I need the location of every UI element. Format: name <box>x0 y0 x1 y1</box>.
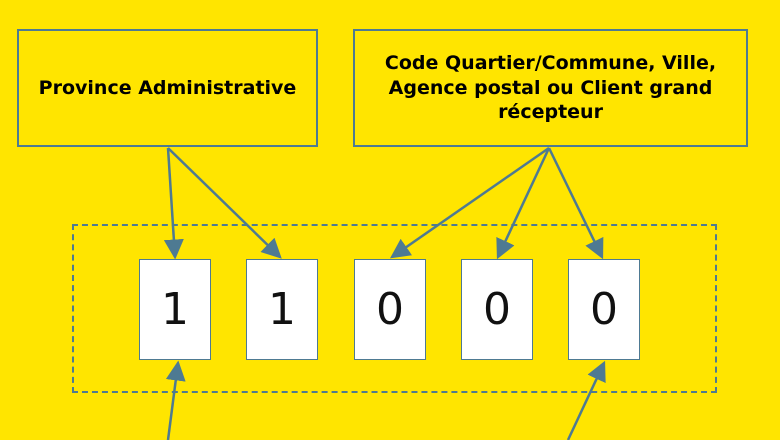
digit-box-1: 1 <box>139 259 211 360</box>
arrow-code-to-digit-3 <box>389 146 550 259</box>
province-label: Province Administrative <box>38 76 297 99</box>
digit-box-5: 0 <box>568 259 640 360</box>
arrow-code-to-digit-4 <box>496 147 551 260</box>
province-label-box: Province Administrative <box>17 29 318 147</box>
digit-box-3: 0 <box>354 259 426 360</box>
code-label-box: Code Quartier/Commune, Ville, Agence pos… <box>353 29 748 147</box>
arrow-province-to-digit-2 <box>167 147 282 259</box>
arrow-code-to-digit-5 <box>547 147 604 260</box>
arrow-bottom-to-digit-5 <box>566 360 606 440</box>
postal-code-frame <box>72 224 717 393</box>
digit-box-2: 1 <box>246 259 318 360</box>
arrow-province-to-digit-1 <box>163 147 184 260</box>
digit-box-4: 0 <box>461 259 533 360</box>
code-label: Code Quartier/Commune, Ville, Agence pos… <box>384 51 717 124</box>
arrow-bottom-to-digit-1 <box>165 360 186 440</box>
